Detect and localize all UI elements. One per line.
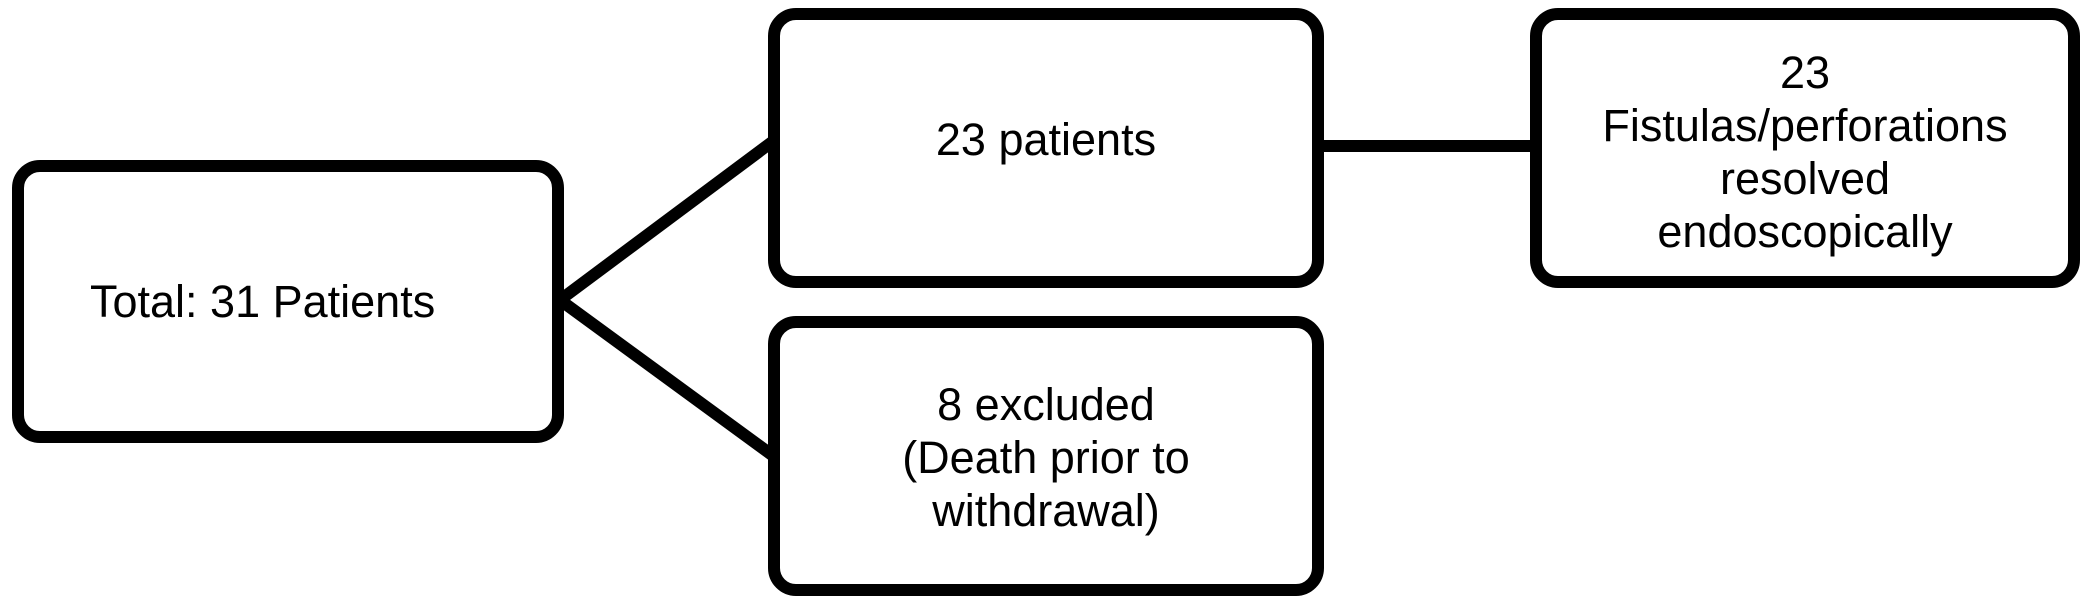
excluded-patients-box: 8 excluded (Death prior to withdrawal) [768, 316, 1324, 596]
excluded-patients-text: 8 excluded (Death prior to withdrawal) [902, 378, 1190, 537]
total-patients-label: Total: 31 Patients [90, 275, 436, 327]
resolved-outcome-box: 23 Fistulas/perforations resolved endosc… [1530, 8, 2080, 288]
excluded-line-3: withdrawal) [932, 485, 1160, 537]
connector-root-to-excluded [554, 294, 778, 461]
outcome-line-2: Fistulas/perforations [1602, 100, 2008, 152]
outcome-line-4: endoscopically [1657, 206, 1953, 258]
total-patients-box: Total: 31 Patients [12, 160, 564, 443]
excluded-line-1: 8 excluded [937, 379, 1155, 430]
outcome-line-1: 23 [1779, 47, 1831, 98]
included-patients-box: 23 patients [768, 8, 1324, 288]
resolved-outcome-text: 23 Fistulas/perforations resolved endosc… [1602, 46, 2007, 258]
outcome-line-3: resolved [1719, 153, 1891, 205]
connector-root-to-included [554, 136, 778, 306]
included-patients-label: 23 patients [935, 114, 1157, 166]
excluded-line-2: (Death prior to [902, 432, 1190, 484]
